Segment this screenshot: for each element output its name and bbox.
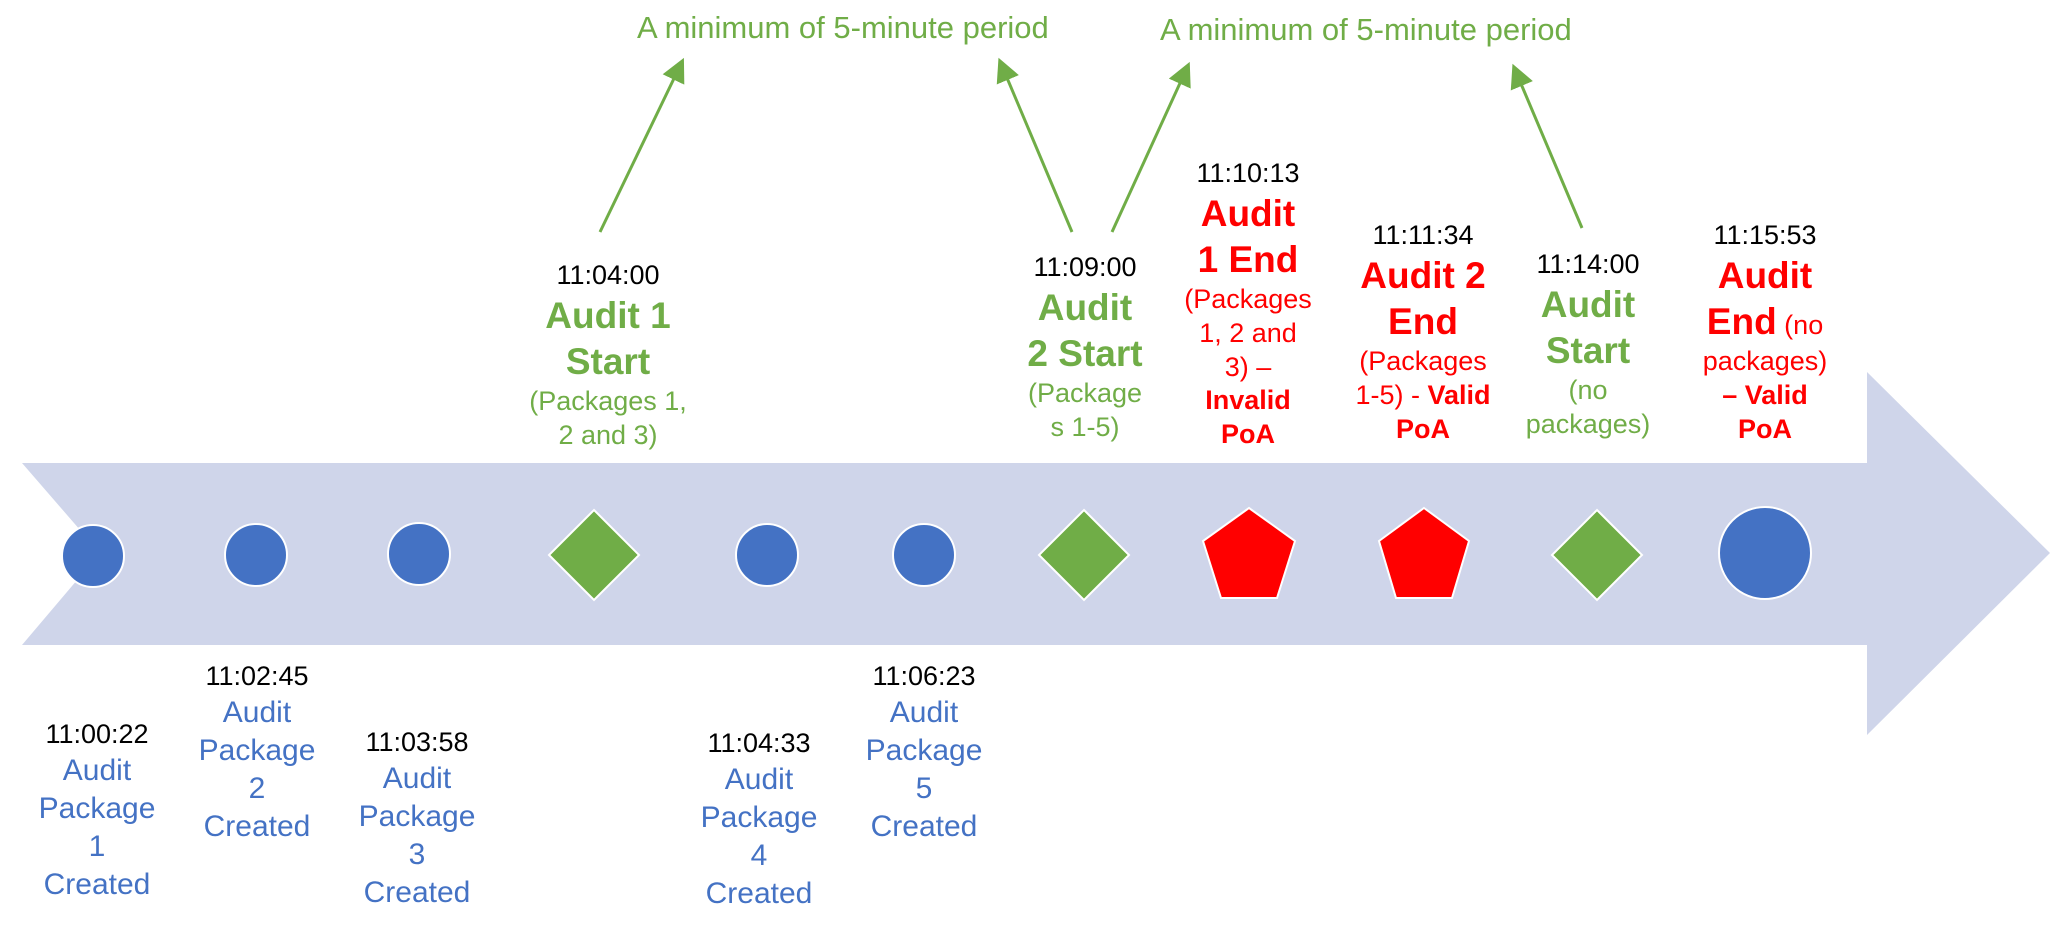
event-audit-1-start-label: 11:04:00 Audit 1 Start (Packages 1, 2 an… xyxy=(529,258,687,453)
event-text-line: Created xyxy=(870,809,978,843)
event-title-line: Audit xyxy=(1540,283,1636,325)
event-detail-line: 3) – xyxy=(1224,351,1272,382)
event-package-2-label: 11:02:45 Audit Package 2 Created xyxy=(199,659,316,846)
event-title-line: Start xyxy=(1545,329,1631,371)
event-text-line: Created xyxy=(43,867,151,901)
event-title-line: Start xyxy=(565,340,651,382)
event-detail-line: (Packages 1, xyxy=(529,386,687,417)
event-detail-line-with-status: 1-5) - Valid xyxy=(1355,379,1490,413)
event-text-line: Created xyxy=(203,809,311,843)
event-time: 11:03:58 xyxy=(365,727,469,757)
event-package-1-label: 11:00:22 Audit Package 1 Created xyxy=(39,717,156,904)
event-text-line: 3 xyxy=(408,837,426,871)
event-status-line: PoA xyxy=(1220,419,1275,450)
event-title-line: Audit xyxy=(1037,286,1133,328)
event-status-text: Valid xyxy=(1744,379,1808,410)
event-text-line: Package xyxy=(358,799,476,833)
event-title-line: 1 End xyxy=(1197,238,1299,280)
event-package-3-label: 11:03:58 Audit Package 3 Created xyxy=(359,725,476,912)
event-text-line: 5 xyxy=(915,771,933,805)
event-time: 11:02:45 xyxy=(205,661,309,691)
event-status-line: – Valid xyxy=(1703,379,1828,413)
period-arrow-1b xyxy=(996,57,1074,233)
event-detail-line: (Packages xyxy=(1184,284,1312,315)
event-text-line: Package xyxy=(865,733,983,767)
marker-audit-1-start xyxy=(547,508,641,602)
marker-package-3 xyxy=(387,522,451,586)
event-detail-line: (Packages xyxy=(1359,346,1487,377)
event-text-line: Audit xyxy=(724,762,794,796)
event-status-line: PoA xyxy=(1395,413,1450,444)
period-arrow-2b xyxy=(1510,63,1584,229)
event-detail-line: 1, 2 and xyxy=(1199,317,1297,348)
event-text-line: 4 xyxy=(750,838,768,872)
event-audit-end-empty-label: 11:15:53 Audit End (no packages) – Valid… xyxy=(1703,218,1828,446)
event-text-line: Audit xyxy=(382,761,452,795)
event-detail-line: packages) xyxy=(1702,346,1828,377)
marker-package-5 xyxy=(892,523,956,587)
event-text-line: Package xyxy=(700,800,818,834)
event-detail-line: (Package xyxy=(1027,378,1143,409)
event-package-5-label: 11:06:23 Audit Package 5 Created xyxy=(866,659,983,846)
marker-package-4 xyxy=(735,523,799,587)
event-audit-2-start-label: 11:09:00 Audit 2 Start (Package s 1-5) xyxy=(1027,250,1142,445)
event-detail-line: packages) xyxy=(1525,408,1651,439)
event-title-line: End xyxy=(1388,300,1458,342)
event-detail-line: s 1-5) xyxy=(1050,411,1120,442)
event-time: 11:10:13 xyxy=(1196,158,1300,188)
period-arrow-1a xyxy=(598,57,685,233)
event-text-line: Created xyxy=(363,875,471,909)
event-title-line: Audit 2 xyxy=(1360,254,1486,296)
event-time: 11:04:33 xyxy=(707,728,811,758)
period-arrow-2a xyxy=(1110,61,1191,233)
event-detail-text: 1-5) - xyxy=(1355,379,1428,410)
event-text-line: Audit xyxy=(889,695,959,729)
event-time: 11:09:00 xyxy=(1033,252,1137,282)
event-time: 11:14:00 xyxy=(1536,249,1640,279)
event-text-line: Audit xyxy=(222,695,292,729)
event-text-line: 2 xyxy=(248,771,266,805)
event-audit-2-end-label: 11:11:34 Audit 2 End (Packages 1-5) - Va… xyxy=(1355,218,1490,446)
event-time: 11:00:22 xyxy=(45,719,149,749)
event-time: 11:06:23 xyxy=(872,661,976,691)
event-title-line: Audit xyxy=(1717,254,1813,296)
event-text-line: 1 xyxy=(88,829,106,863)
event-detail-line: (no xyxy=(1568,375,1608,406)
event-detail-line: 2 and 3) xyxy=(558,419,658,450)
period-note-2: A minimum of 5-minute period xyxy=(1160,12,1572,47)
marker-audit-start-empty xyxy=(1550,508,1644,602)
event-status-line: PoA xyxy=(1737,413,1792,444)
marker-audit-end-empty xyxy=(1718,506,1812,600)
event-audit-start-empty-label: 11:14:00 Audit Start (no packages) xyxy=(1526,247,1651,442)
event-title-text: End xyxy=(1706,300,1777,342)
event-text-line: Package xyxy=(38,791,156,825)
event-title-line: Audit xyxy=(1200,192,1296,234)
event-package-4-label: 11:04:33 Audit Package 4 Created xyxy=(701,726,818,913)
event-text-line: Created xyxy=(705,876,813,910)
event-time: 11:15:53 xyxy=(1713,220,1817,250)
event-title-line: Audit 1 xyxy=(545,294,671,336)
period-note-1: A minimum of 5-minute period xyxy=(637,10,1049,45)
event-status-line: Invalid xyxy=(1205,385,1291,416)
marker-package-1 xyxy=(61,524,125,588)
event-text-line: Audit xyxy=(62,753,132,787)
event-title-line-with-suffix: End (no xyxy=(1703,299,1828,345)
event-status-inline: Valid xyxy=(1427,379,1491,410)
marker-audit-1-end xyxy=(1201,506,1297,599)
event-title-suffix: (no xyxy=(1776,309,1824,340)
marker-audit-2-end xyxy=(1377,506,1471,599)
timeline-arrow xyxy=(22,372,2050,735)
event-title-line: 2 Start xyxy=(1027,332,1143,374)
event-time: 11:11:34 xyxy=(1372,220,1474,250)
marker-package-2 xyxy=(224,523,288,587)
event-audit-1-end-label: 11:10:13 Audit 1 End (Packages 1, 2 and … xyxy=(1184,156,1312,452)
event-status-prefix: – xyxy=(1722,379,1745,410)
event-time: 11:04:00 xyxy=(556,260,660,290)
marker-audit-2-start xyxy=(1037,508,1131,602)
event-text-line: Package xyxy=(198,733,316,767)
